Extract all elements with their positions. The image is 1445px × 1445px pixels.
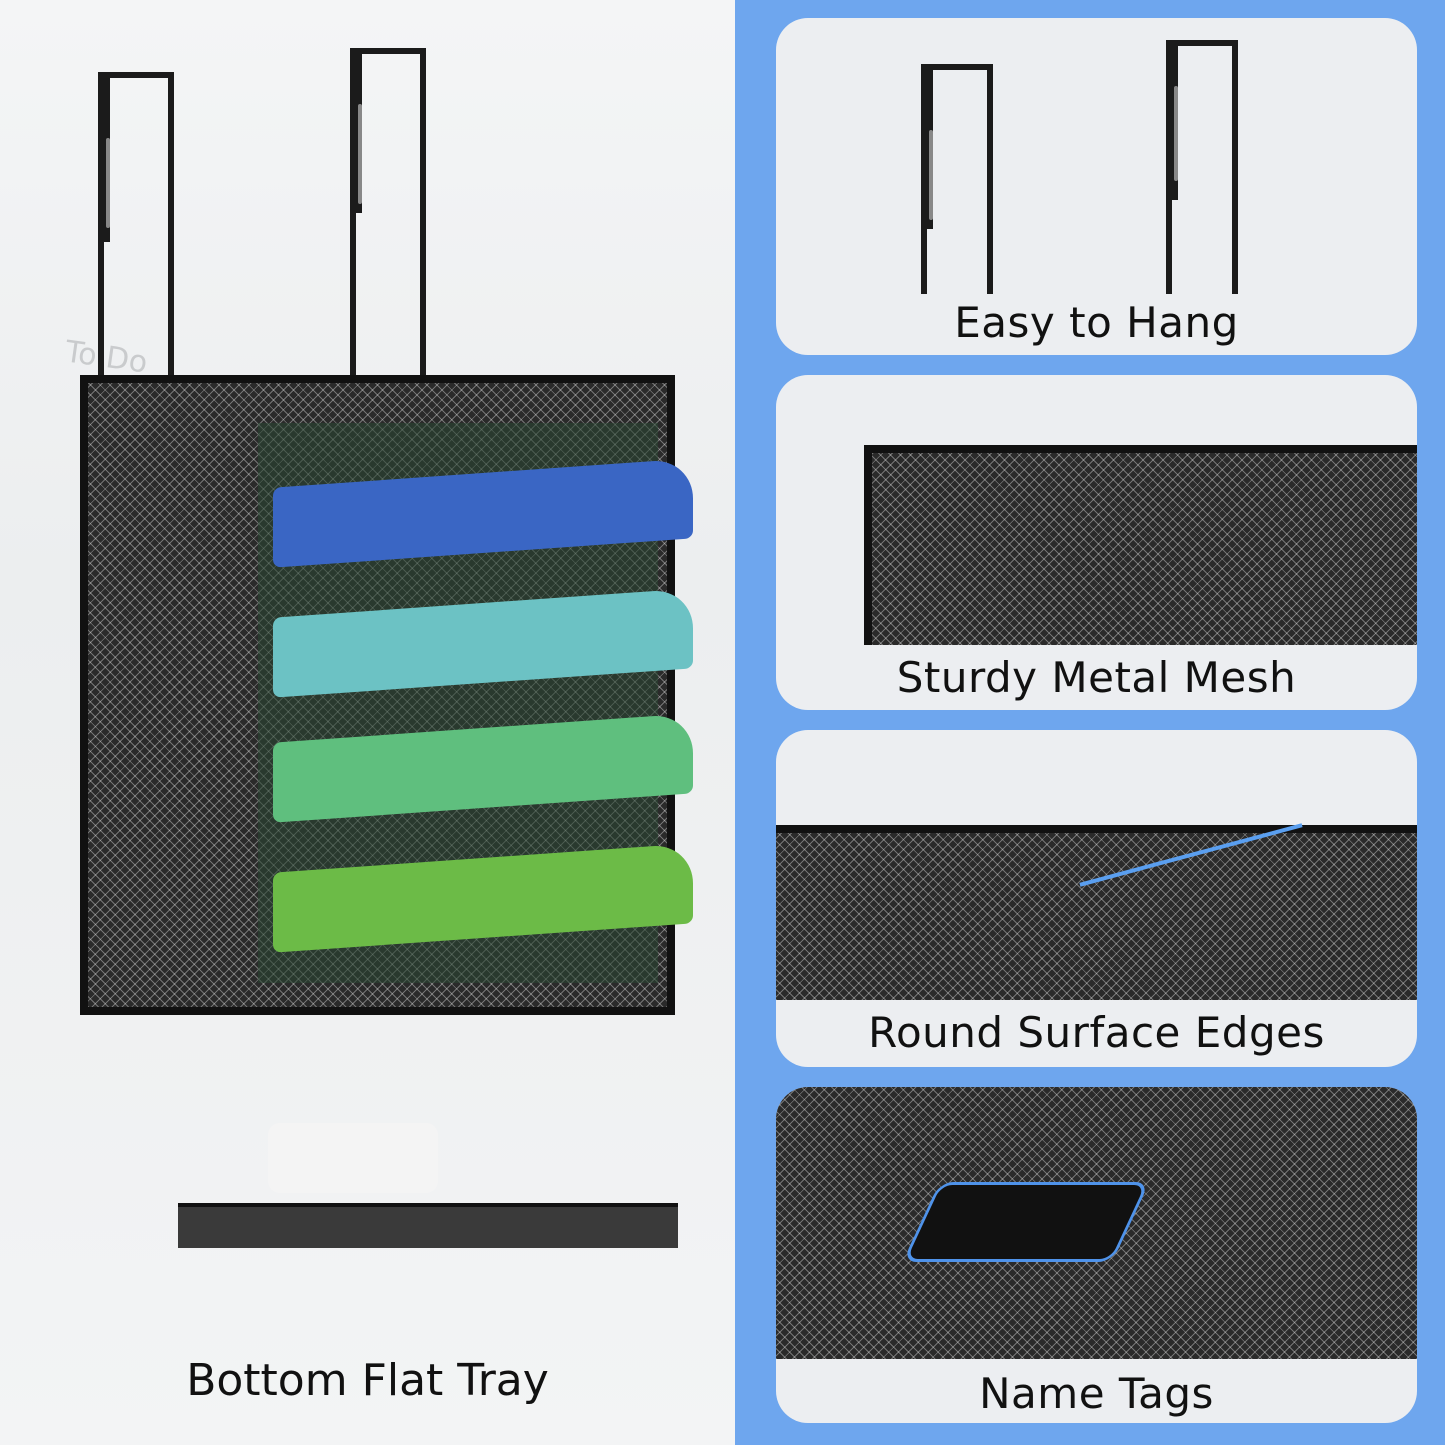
feature-label: Easy to Hang xyxy=(954,298,1239,347)
hook-left xyxy=(98,72,174,412)
feature-card-easy-to-hang: Easy to Hang xyxy=(776,18,1417,355)
mesh-closeup-image xyxy=(864,445,1417,645)
feature-label: Round Surface Edges xyxy=(868,1008,1325,1057)
product-main-panel: To Do Bottom Flat Tray xyxy=(0,0,735,1445)
bottom-flat-tray xyxy=(178,1203,678,1248)
hook-left xyxy=(921,64,993,294)
features-panel: Easy to Hang Sturdy Metal Mesh Round Sur… xyxy=(735,0,1445,1445)
name-tag-closeup-image xyxy=(776,1087,1417,1359)
stapler xyxy=(268,1123,438,1193)
feature-card-round-surface-edges: Round Surface Edges xyxy=(776,730,1417,1067)
hook-right xyxy=(350,48,426,388)
feature-label: Name Tags xyxy=(979,1369,1214,1418)
edge-highlight xyxy=(1079,823,1303,887)
feature-card-sturdy-metal-mesh: Sturdy Metal Mesh xyxy=(776,375,1417,710)
hook-right xyxy=(1166,40,1238,294)
feature-label: Sturdy Metal Mesh xyxy=(896,653,1297,702)
feature-card-name-tags: Name Tags xyxy=(776,1087,1417,1423)
caption-bottom-flat-tray: Bottom Flat Tray xyxy=(186,1355,549,1406)
mesh-organizer xyxy=(80,375,693,1248)
edge-closeup-image xyxy=(776,823,1417,1000)
name-tag xyxy=(902,1182,1150,1262)
